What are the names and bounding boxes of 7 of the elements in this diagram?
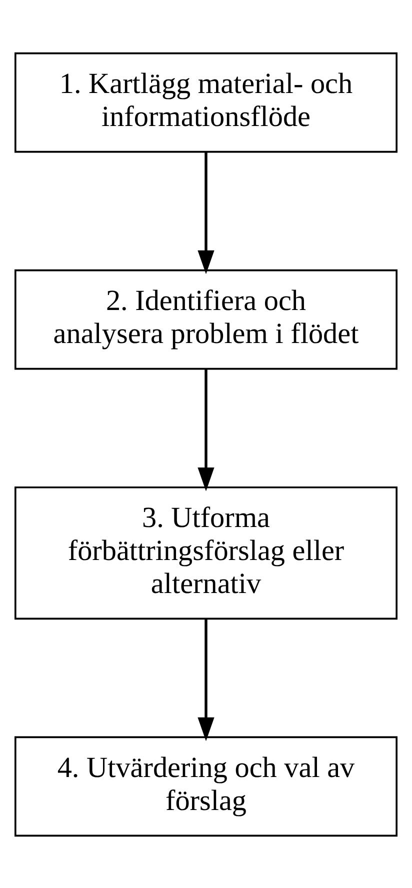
node-box: 1. Kartlägg material- och informationsflöde — [14, 52, 398, 152]
node-box: 4. Utvärdering och val av förslag — [14, 736, 398, 836]
node-box: 2. Identifiera och analysera problem i flödet — [14, 268, 398, 370]
arrow — [198, 618, 214, 741]
node-box: 3. Utforma förbättringsförslag eller alternativ — [14, 486, 398, 620]
arrow — [198, 368, 214, 491]
arrow — [198, 152, 214, 274]
